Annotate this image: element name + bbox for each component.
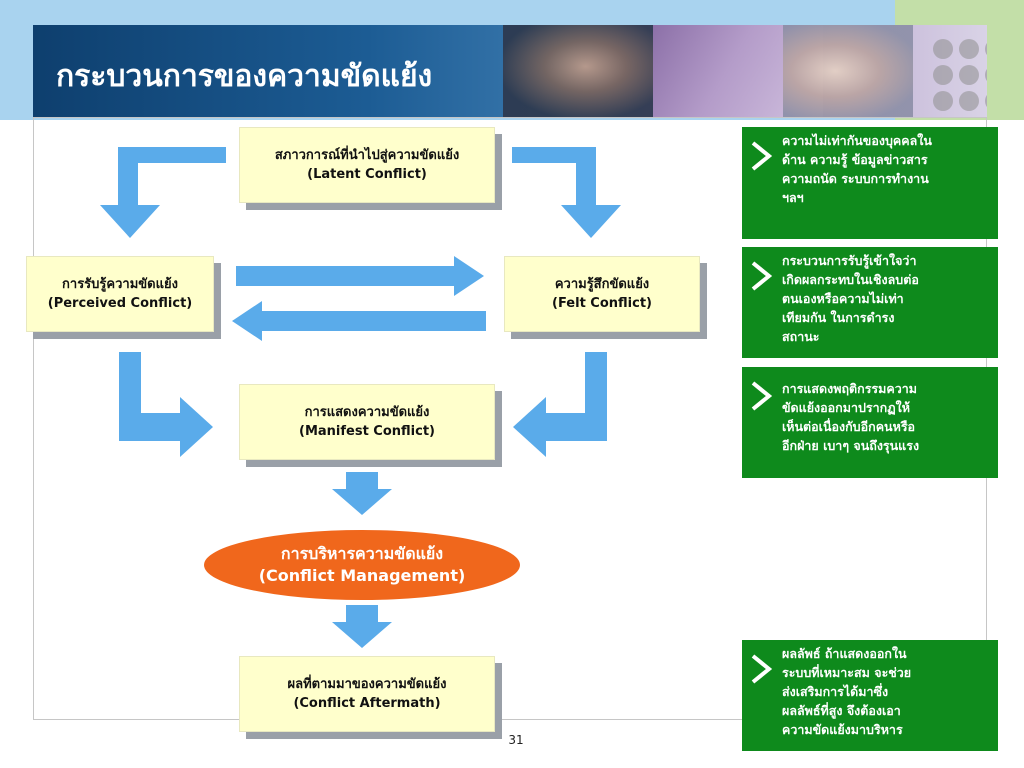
arrow-latent-to-perceived (100, 147, 226, 238)
page-number: 31 (508, 733, 524, 747)
chevron-right-icon (751, 261, 772, 291)
arrow-management-to-aftermath (332, 605, 392, 648)
stage-conflict-aftermath: ผลที่ตามมาของความขัดแย้ง (Conflict After… (239, 656, 495, 732)
stage-aftermath-thai: ผลที่ตามมาของความขัดแย้ง (287, 677, 447, 692)
stage-management-thai: การบริหารความขัดแย้ง (280, 544, 444, 563)
title-banner (33, 25, 987, 117)
chevron-right-icon (751, 654, 772, 684)
chevron-right-icon (751, 381, 772, 411)
chevron-right-icon (751, 141, 772, 171)
arrow-felt-to-manifest (513, 352, 607, 457)
stage-conflict-management: การบริหารความขัดแย้ง (Conflict Managemen… (204, 530, 520, 600)
stage-felt-english: (Felt Conflict) (552, 296, 652, 311)
arrow-perceived-to-manifest (119, 352, 213, 457)
arrow-manifest-to-management (332, 472, 392, 515)
note-manifest: การแสดงพฤติกรรมความ ขัดแย้งออกมาปรากฏให้… (742, 367, 998, 478)
decorative-dot-grid (933, 39, 987, 111)
stage-manifest-conflict: การแสดงความขัดแย้ง (Manifest Conflict) (239, 384, 495, 460)
stage-management-english: (Conflict Management) (258, 566, 466, 585)
stage-perceived-english: (Perceived Conflict) (47, 296, 193, 311)
stage-manifest-thai: การแสดงความขัดแย้ง (304, 405, 430, 420)
stage-felt-conflict: ความรู้สึกขัดแย้ง (Felt Conflict) (504, 256, 700, 332)
stage-latent-conflict: สภาวการณ์ที่นำไปสู่ความขัดแย้ง (Latent C… (239, 127, 495, 203)
stage-perceived-conflict: การรับรู้ความขัดแย้ง (Perceived Conflict… (26, 256, 214, 332)
banner-photo-woman (783, 25, 913, 117)
arrow-perceived-to-felt (236, 256, 484, 296)
stage-latent-thai: สภาวการณ์ที่นำไปสู่ความขัดแย้ง (274, 148, 460, 163)
banner-photo-man (503, 25, 653, 117)
stage-felt-thai: ความรู้สึกขัดแย้ง (554, 277, 650, 292)
stage-manifest-english: (Manifest Conflict) (299, 424, 435, 439)
slide-title: กระบวนการของความขัดแย้ง (56, 59, 433, 94)
note-perceived: กระบวนการรับรู้เข้าใจว่า เกิดผลกระทบในเช… (742, 247, 998, 358)
note-latent: ความไม่เท่ากันของบุคคลใน ด้าน ความรู้ ข้… (742, 127, 998, 239)
stage-latent-english: (Latent Conflict) (307, 167, 427, 182)
stage-perceived-thai: การรับรู้ความขัดแย้ง (62, 277, 178, 292)
stage-aftermath-english: (Conflict Aftermath) (293, 696, 441, 711)
arrow-felt-to-perceived (232, 301, 486, 341)
note-aftermath: ผลลัพธ์ ถ้าแสดงออกใน ระบบที่เหมาะสม จะช่… (742, 640, 998, 751)
arrow-latent-to-felt (512, 147, 621, 238)
